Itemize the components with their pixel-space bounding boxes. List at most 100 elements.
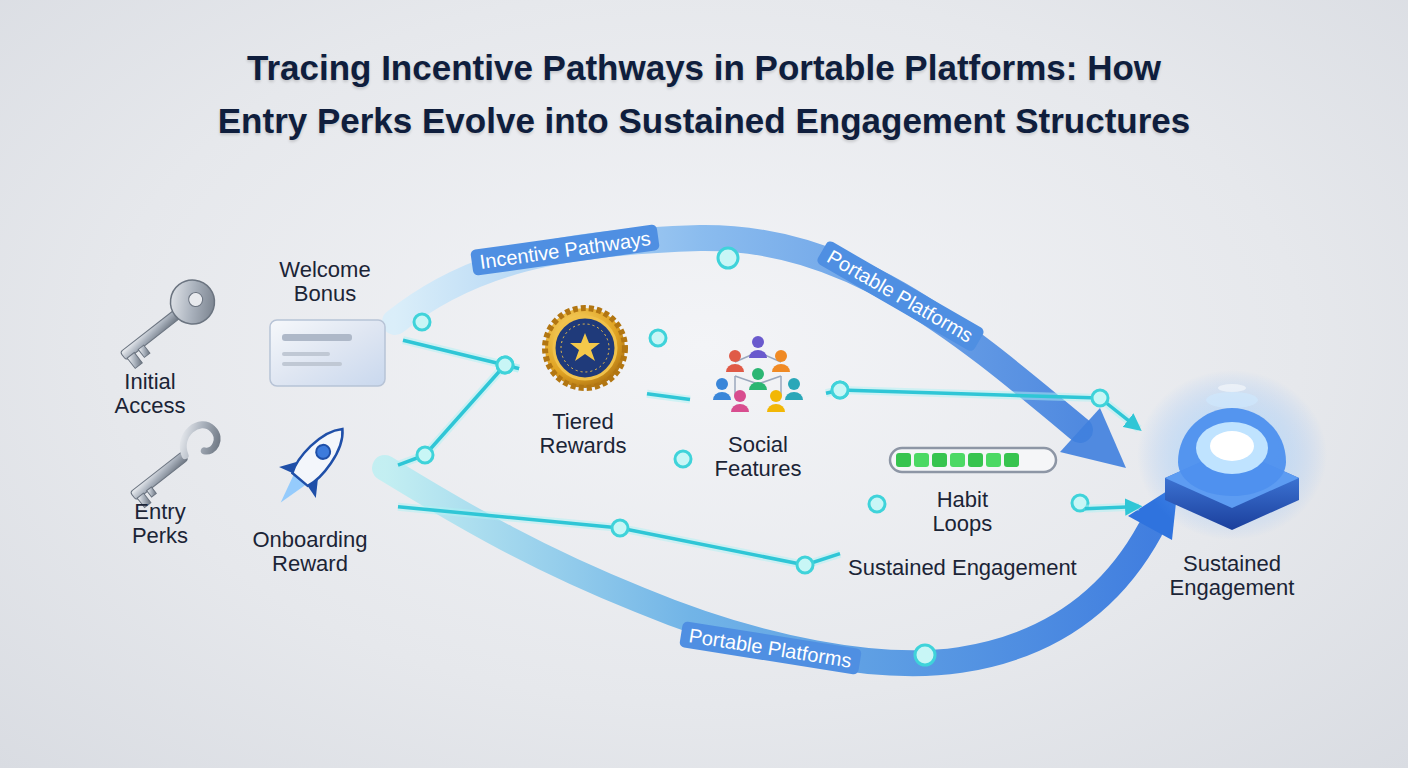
progress-bar [986,453,1001,467]
connector [612,520,628,536]
key-icon [130,452,188,501]
path-dots [414,314,430,330]
node-label: Sustained Engagement [1147,552,1317,600]
engagement-orb [1206,392,1258,408]
node-box: Welcome Bonus [247,254,403,388]
node-box: Tiered Rewards [519,306,647,464]
rocket-icon [262,413,360,517]
connector [398,357,519,465]
people-icon [770,390,782,402]
progress-bar [914,453,929,467]
connector [497,357,513,373]
progress-bar [932,453,947,467]
key-icon [175,419,223,465]
node-box: Social Features [690,330,826,487]
key-icon [138,345,150,357]
engagement-orb [1210,431,1254,461]
connector [398,507,840,565]
node-label: Sustained Engagement [848,556,1077,580]
node-label: Tiered Rewards [527,410,639,458]
node-box: Entry Perks [102,432,218,554]
people-icon [752,368,764,380]
key-icon [127,353,142,369]
card-icon [270,320,385,386]
connector [398,365,519,465]
medal-icon [554,317,616,379]
people-icon [734,390,746,402]
connector [398,507,840,565]
node-box: Habit LoopsSustained Engagement [840,442,1085,587]
connector [797,557,813,573]
people-icon [713,336,803,412]
engagement-orb [1178,408,1286,496]
progress-bar [1004,453,1019,467]
progress-bar [890,448,1056,472]
card-icon [282,352,330,356]
upper-ribbon [1060,408,1126,468]
engagement-orb [1137,370,1327,540]
node-label: Initial Access [94,370,206,418]
node-label: Social Features [698,433,818,481]
connector [647,394,690,400]
progress-bar [896,453,1019,467]
lower-ribbon [385,468,1178,663]
people-icon [713,336,803,412]
people-icon [726,364,744,372]
connector [1085,506,1139,508]
key-icon [147,487,157,497]
connector [403,340,519,373]
connector [826,390,1139,429]
path-dots [718,248,738,268]
people-icon [767,404,785,412]
diagram-title: Tracing Incentive Pathways in Portable P… [44,42,1364,147]
people-icon [775,350,787,362]
connector [417,447,433,463]
ribbon-label: Portable Platforms [679,621,861,675]
progress-bar [890,448,1056,472]
path-dots [650,330,666,346]
key-icon [186,290,206,310]
medal-icon [570,333,600,361]
connector [832,382,848,398]
node-label: Habit Loops [922,488,1002,536]
path-dots [915,645,935,665]
node-label: Onboarding Reward [230,528,390,576]
medal-icon [545,308,625,388]
ribbon-label: Incentive Pathways [470,224,660,276]
medal-icon [561,324,609,372]
engagement-orb [1196,422,1268,474]
people-icon [788,378,800,390]
people-icon [713,392,731,400]
node-label: Welcome Bonus [255,258,395,306]
progress-bar [968,453,983,467]
key-icon [162,271,224,333]
path-dots [675,451,691,467]
key-icon [123,419,225,509]
progress-bar [950,453,965,467]
node-box: Sustained Engagement [1139,398,1325,606]
node-label: Entry Perks [110,500,210,548]
progress-bar [896,453,911,467]
people-icon [752,336,764,348]
connector [398,365,519,465]
key-icon [120,309,181,360]
people-icon [772,364,790,372]
card-icon [282,362,342,366]
people-icon [729,350,741,362]
card-icon [282,334,352,341]
connector [826,390,1139,429]
ribbon-label: Portable Platforms [816,240,985,353]
people-icon [749,382,767,390]
connector [398,507,840,573]
people-icon [731,404,749,412]
people-icon [749,350,767,358]
people-icon [716,378,728,390]
card-icon [270,320,385,386]
connector [1085,506,1139,508]
engagement-orb [1137,370,1327,540]
rocket-icon [313,442,333,462]
people-icon [735,352,781,396]
connector [1085,506,1139,508]
people-icon [785,392,803,400]
